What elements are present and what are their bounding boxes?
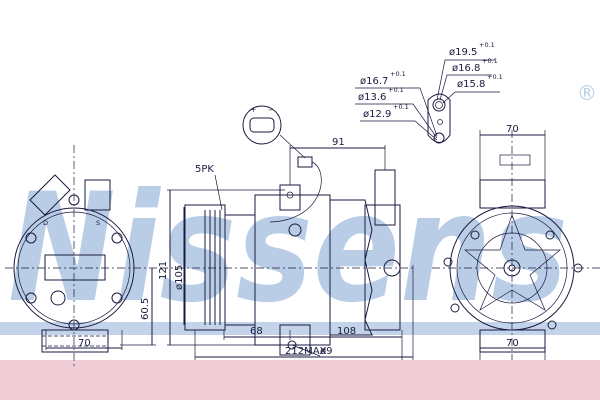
tolerance: +0.1 [482,57,498,65]
port-dim-label: ø16.8 [452,63,480,74]
port-dim-label: ø19.5 [449,47,477,58]
port-dimension-labels: ø19.5 +0.1 ø16.8 +0.1 ø15.8 +0.1 ø16.7 +… [358,41,503,120]
dim-68: 68 [250,326,263,337]
port-dim-label: ø13.6 [358,92,386,103]
port-fitting-detail [355,59,500,144]
connector-detail [242,105,282,145]
dim-pulley-dia: ø105 [174,265,185,290]
tolerance: +0.1 [388,86,404,94]
suction-label: S [96,219,100,227]
dim-121: 121 [158,261,169,280]
registered-mark: ® [577,81,597,105]
discharge-label: D [43,219,48,227]
blue-band [0,322,600,335]
tolerance: +0.1 [393,103,409,111]
tolerance: +0.1 [487,73,503,81]
port-dim-label: ø12.9 [363,109,391,120]
left-view: D S 70 60.5 [5,145,165,368]
dim-left-height: 60.5 [140,298,151,320]
dim-91: 91 [332,137,345,148]
port-dim-label: ø15.8 [457,79,485,90]
pink-band [0,360,600,400]
front-view: 70 70 [432,124,600,360]
port-dim-label: ø16.7 [360,76,388,87]
dim-right-bottom: 70 [506,338,519,349]
tolerance: +0.1 [390,70,406,78]
dim-108: 108 [337,326,356,337]
tolerance: +0.1 [479,41,495,49]
connector-minus: − [268,106,273,114]
side-view: + − 91 5PK 121 ø105 ø9 68 108 212MAX [158,105,415,360]
dim-overall: 212MAX [285,346,327,357]
dim-hole: ø9 [320,346,332,357]
connector-plus: + [251,106,256,114]
dim-right-top: 70 [506,124,519,135]
dim-left-width: 70 [78,338,91,349]
nissens-watermark: Nissens [8,162,568,336]
dim-belt: 5PK [195,164,214,175]
